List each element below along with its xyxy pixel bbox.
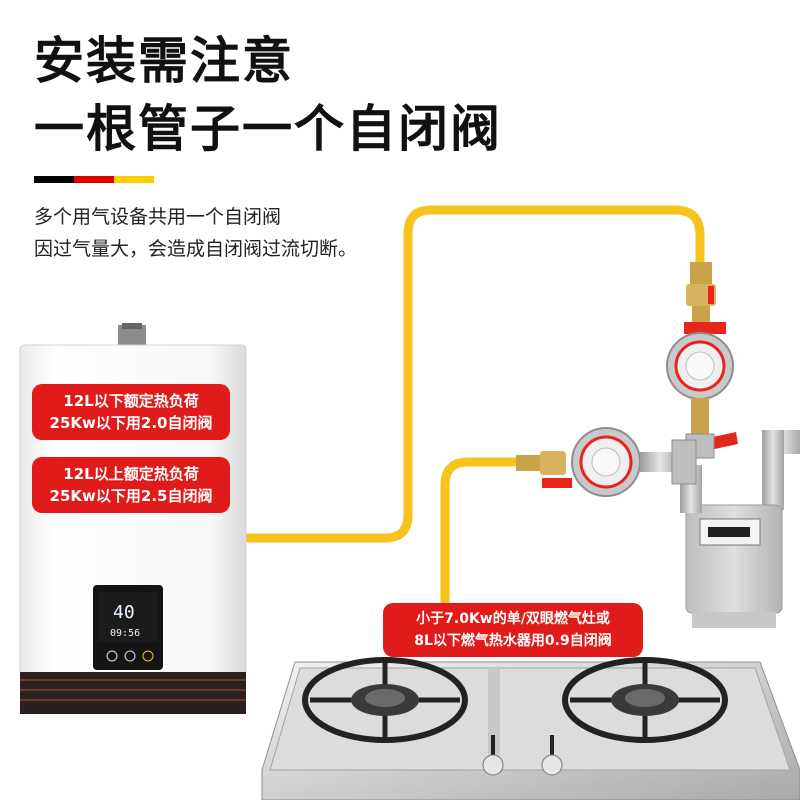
upper-self-closing-valve	[666, 262, 738, 459]
headline-line-1: 安装需注意	[34, 32, 294, 90]
gas-meter	[680, 430, 800, 628]
callout-heater-above-12l: 12L以上额定热负荷 25Kw以下用2.5自闭阀	[32, 457, 230, 513]
lower-self-closing-valve	[516, 427, 697, 497]
heater-gas-pipe	[241, 205, 705, 543]
description-line-1: 多个用气设备共用一个自闭阀	[34, 206, 282, 228]
heater-clock-readout: 09:56	[110, 628, 140, 639]
callout-heater-above-12l-line-1: 12L以上额定热负荷	[63, 465, 199, 483]
flag-stripe-gold	[114, 176, 154, 183]
heater-temperature-readout: 40	[113, 602, 135, 623]
description-line-2: 因过气量大，会造成自闭阀过流切断。	[34, 238, 358, 260]
callout-stove-line-2: 8L以下燃气热水器用0.9自闭阀	[414, 633, 612, 649]
flag-stripe-black	[34, 176, 74, 183]
callout-stove-line-1: 小于7.0Kw的单/双眼燃气灶或	[416, 611, 610, 627]
stove-gas-pipe	[440, 457, 521, 645]
water-heater	[19, 323, 247, 714]
callout-heater-below-12l: 12L以下额定热负荷 25Kw以下用2.0自闭阀	[32, 384, 230, 440]
tricolor-bar	[34, 176, 154, 183]
gas-stove	[261, 657, 800, 800]
callout-heater-below-12l-line-1: 12L以下额定热负荷	[63, 392, 199, 410]
headline-line-2: 一根管子一个自闭阀	[34, 100, 502, 158]
callout-heater-above-12l-line-2: 25Kw以下用2.5自闭阀	[49, 487, 213, 505]
callout-stove: 小于7.0Kw的单/双眼燃气灶或 8L以下燃气热水器用0.9自闭阀	[383, 603, 643, 657]
flag-stripe-red	[74, 176, 114, 183]
callout-heater-below-12l-line-2: 25Kw以下用2.0自闭阀	[49, 414, 213, 432]
